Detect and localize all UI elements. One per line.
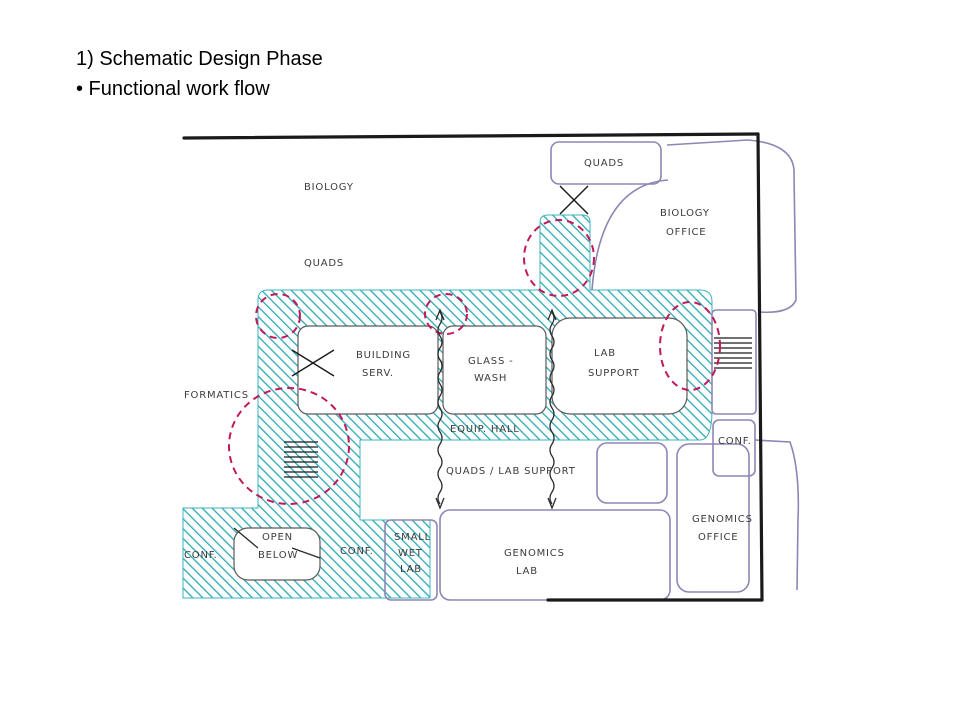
label-quads-left: QUADS [304,258,344,269]
label-informatics: FORMATICS [184,390,249,401]
label-biology-office-2: OFFICE [666,227,706,238]
shaft-x-marks [291,185,589,377]
node-circles [228,219,721,505]
label-conf-right: CONF. [718,436,752,447]
circulation-corridor [182,214,713,599]
bullet-point: • Functional work flow [76,78,270,100]
label-genomics-office-1: GENOMICS [692,514,753,525]
label-lab-support-2: SUPPORT [588,368,640,379]
glass-wash-room [442,325,547,415]
label-glass-wash-2: WASH [474,373,507,384]
stairs-left [284,441,318,478]
label-biology: BIOLOGY [304,182,354,193]
label-conf-mid: CONF. [340,546,374,557]
building-serv-room [297,325,439,415]
building-outline [182,132,764,602]
label-building-serv-2: SERV. [362,368,394,379]
label-open-below-2: BELOW [258,550,298,561]
label-lab-support-1: LAB [594,348,616,359]
label-genomics-office-2: OFFICE [698,532,738,543]
label-conf-left: CONF. [184,550,218,561]
stairs-right [714,337,752,369]
label-genomics-lab-2: LAB [516,566,538,577]
label-open-below-1: OPEN [262,532,293,543]
workflow-arrows [233,308,557,559]
label-equip-hall: EQUIP. HALL [450,424,520,435]
label-small-wet-lab-1: SMALL [394,532,431,543]
room-labels: QUADS BIOLOGY QUADS BIOLOGY OFFICE BUILD… [184,158,753,577]
room-outlines [384,139,800,601]
slide-title: 1) Schematic Design Phase [76,48,323,70]
label-building-serv-1: BUILDING [356,350,411,361]
label-small-wet-lab-3: LAB [400,564,422,575]
label-quads-lab-support: QUADS / LAB SUPPORT [446,466,576,477]
label-small-wet-lab-2: WET [398,548,423,559]
lab-support-room [551,317,688,415]
label-glass-wash-1: GLASS - [468,356,513,367]
label-biology-office-1: BIOLOGY [660,208,710,219]
label-genomics-lab-1: GENOMICS [504,548,565,559]
label-quads-top: QUADS [584,158,624,169]
open-below-area [233,527,321,581]
